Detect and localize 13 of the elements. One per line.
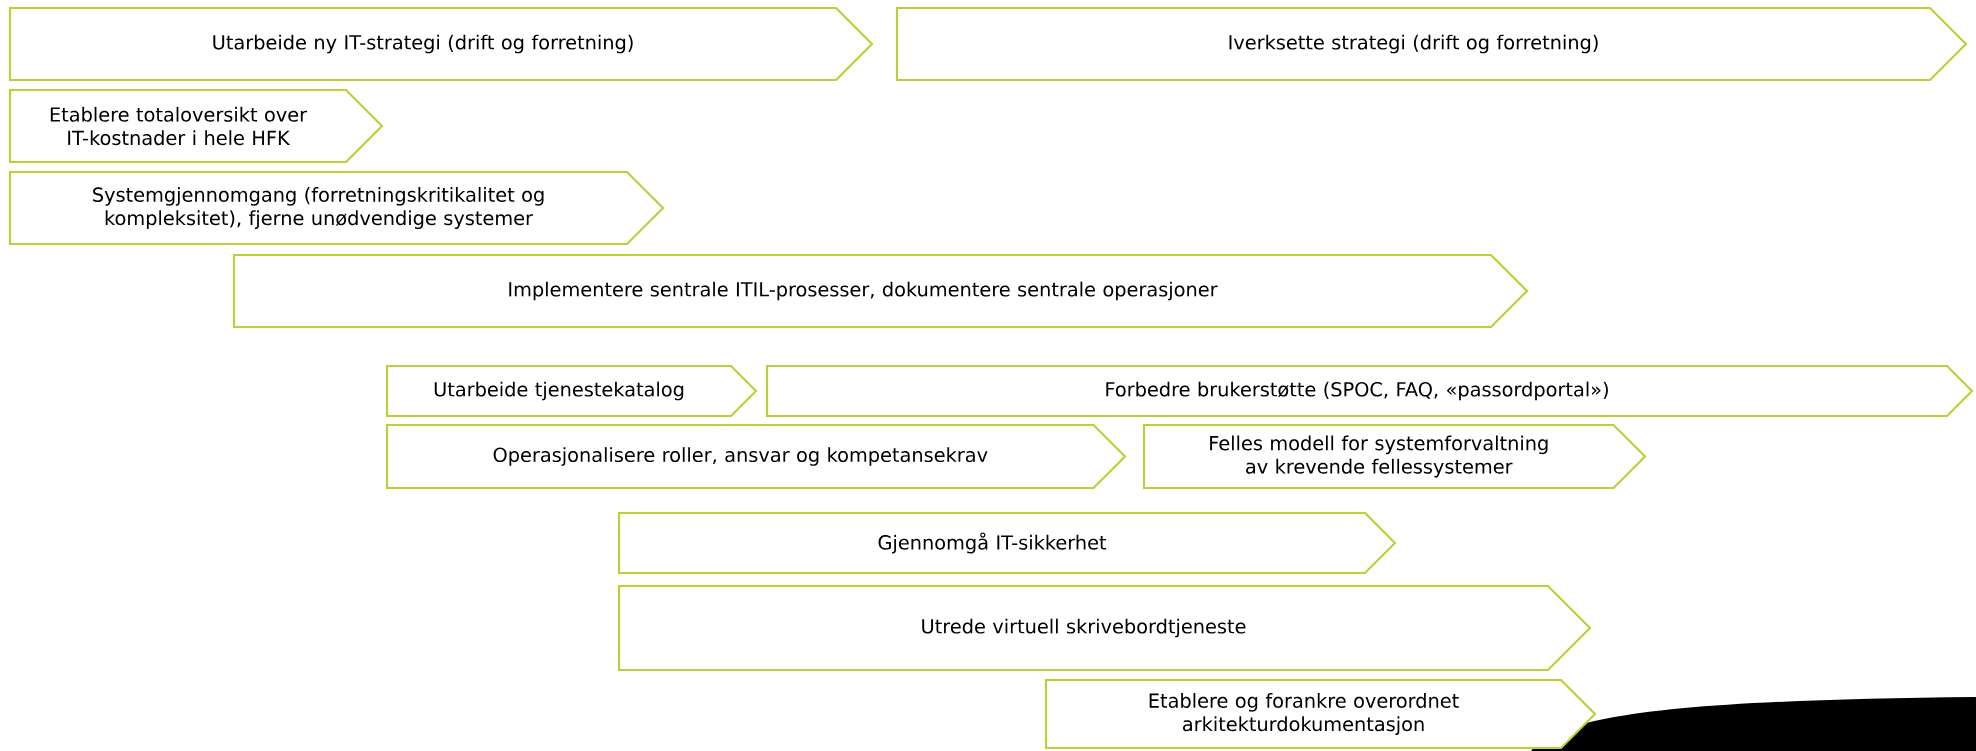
chevron-box: Gjennomgå IT-sikkerhet xyxy=(617,511,1397,575)
chevron-box: Implementere sentrale ITIL-prosesser, dokumentere sentrale operasjoner xyxy=(232,253,1529,329)
chevron-box: Etablere og forankre overordnet arkitekturdokumentasjon xyxy=(1044,678,1597,750)
chevron-box: Felles modell for systemforvaltning av krevende fellessystemer xyxy=(1142,423,1647,490)
chevron-box: Operasjonalisere roller, ansvar og kompetansekrav xyxy=(385,423,1127,490)
chevron-box: Utarbeide ny IT-strategi (drift og forretning) xyxy=(8,6,874,82)
node-label: Etablere og forankre overordnet arkitekturdokumentasjon xyxy=(1149,692,1459,736)
chevron-box: Forbedre brukerstøtte (SPOC, FAQ, «passordportal») xyxy=(765,364,1974,418)
chevron-box: Iverksette strategi (drift og forretning) xyxy=(895,6,1968,82)
chevron-box: Utrede virtuell skrivebordtjeneste xyxy=(617,584,1592,672)
chevron-box: Etablere totaloversikt over IT-kostnader i hele HFK xyxy=(8,88,384,164)
chevron-box: Utarbeide tjenestekatalog xyxy=(385,364,758,418)
chevron-box: Systemgjennomgang (forretningskritikalitet og kompleksitet), fjerne unødvendige systemer xyxy=(8,170,665,246)
